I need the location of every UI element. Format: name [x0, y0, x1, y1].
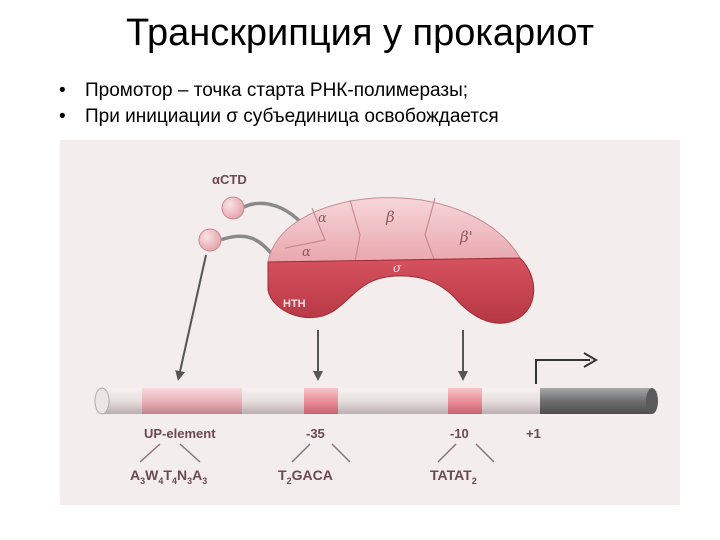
up-seq-count: 3 — [202, 476, 207, 486]
minus35-region — [304, 388, 338, 414]
transcription-diagram: αCTD α α β β' σ HTH UP-element -35 -1 — [60, 140, 680, 505]
up-seq-base: A — [130, 467, 140, 483]
alpha-bottom-label: α — [302, 245, 311, 260]
minus10-consensus-sequence: TATAT2 — [430, 467, 477, 486]
dna-end-left — [94, 387, 110, 415]
minus10-seq-sub: 2 — [472, 476, 477, 486]
page-title: Транскрипция у прокариот — [125, 12, 595, 54]
minus10-splay — [437, 443, 495, 463]
minus35-consensus-sequence: T2GACA — [278, 467, 333, 486]
up-seq-count: 4 — [158, 476, 163, 486]
up-element-region — [142, 388, 242, 414]
up-seq-base: N — [177, 467, 187, 483]
bullet-item-promoter: Промотор – точка старта РНК-полимеразы; — [55, 78, 499, 104]
up-seq-count: 3 — [187, 476, 192, 486]
diagram-svg: αCTD α α β β' σ HTH UP-element -35 -1 — [60, 140, 680, 505]
up-seq-base: A — [192, 467, 202, 483]
arrow-actd-to-up — [175, 254, 207, 381]
minus10-label: -10 — [450, 426, 469, 441]
start-site-arrow — [535, 359, 590, 384]
minus35-seq-sub: 2 — [287, 476, 292, 486]
minus10-region — [448, 388, 482, 414]
up-seq-base: W — [145, 467, 159, 483]
beta-label: β — [385, 208, 395, 226]
up-element-label: UP-element — [144, 426, 216, 441]
dna-end-right — [646, 388, 658, 414]
beta-left-divider — [349, 199, 361, 263]
up-splay — [139, 443, 201, 463]
minus35-seq-prefix: T — [278, 467, 287, 483]
minus35-seq-rest: GACA — [292, 467, 333, 483]
minus10-seq-main: TATAT — [430, 467, 472, 483]
beta-right-divider — [424, 197, 436, 263]
hth-label: HTH — [283, 298, 306, 310]
plus1-label: +1 — [526, 426, 541, 441]
actd-label: αCTD — [212, 172, 247, 187]
minus35-label: -35 — [306, 426, 325, 441]
alpha-top-label: α — [318, 211, 327, 226]
alpha-divider — [284, 207, 326, 249]
start-site-arrow-head — [583, 352, 598, 368]
bullet-item-sigma: При инициации σ субъединица освобождаетс… — [55, 104, 499, 130]
up-seq-count: 4 — [172, 476, 177, 486]
polymerase-core — [267, 197, 521, 263]
bullet-list: Промотор – точка старта РНК-полимеразы; … — [55, 78, 499, 130]
up-seq-count: 3 — [140, 476, 145, 486]
minus35-splay — [291, 443, 351, 463]
transcribed-region — [540, 388, 652, 414]
up-consensus-sequence: A3W4T4N3A3 — [130, 467, 207, 486]
sigma-label: σ — [393, 261, 402, 275]
up-seq-base: T — [163, 467, 172, 483]
beta-prime-label: β' — [459, 228, 473, 246]
sigma-subunit — [267, 257, 535, 324]
actd-domain-top — [221, 196, 245, 220]
actd-domain-bottom — [198, 228, 222, 252]
